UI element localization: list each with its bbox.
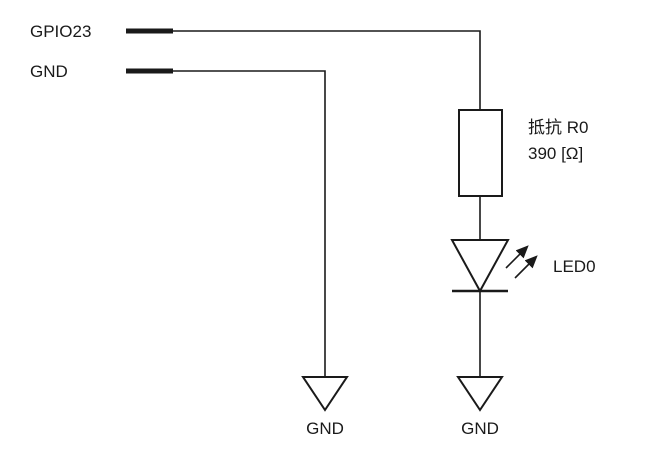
ground-label-left: GND [306, 419, 344, 438]
led-symbol [450, 239, 538, 294]
led-triangle [450, 239, 510, 294]
gnd-to-ground-wire [173, 70, 326, 377]
resistor-name-label: 抵抗 R0 [528, 118, 588, 137]
gnd-pin-label: GND [30, 62, 68, 81]
resistor-body [458, 109, 503, 197]
led-emission-arrow-icon [505, 245, 529, 269]
led-emission-arrow-icon [514, 255, 538, 279]
led-label: LED0 [553, 257, 596, 276]
gpio-pin-label: GPIO23 [30, 22, 91, 41]
resistor-value-label: 390 [Ω] [528, 144, 583, 163]
ground-symbol-right [456, 376, 504, 412]
ground-symbol-left [301, 376, 349, 412]
gpio-to-resistor-wire [173, 30, 481, 110]
ground-label-right: GND [461, 419, 499, 438]
